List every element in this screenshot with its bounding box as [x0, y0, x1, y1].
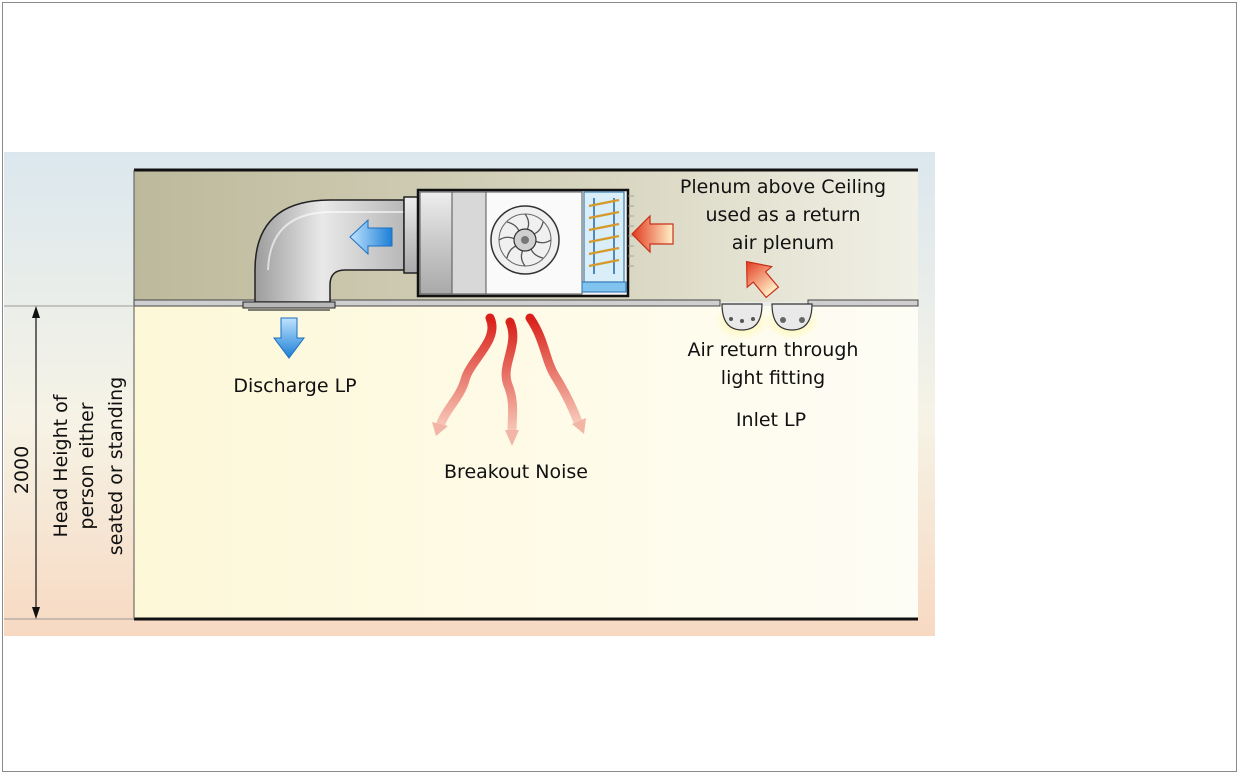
air-return-label-line-1: Air return through: [688, 339, 859, 361]
suspended-ceiling: [133, 299, 919, 307]
plenum-label-line-3: air plenum: [732, 232, 834, 254]
inlet-lp-label: Inlet LP: [736, 409, 806, 431]
breakout-noise-label: Breakout Noise: [444, 461, 588, 483]
dimension-arrow-icon: [4, 305, 134, 620]
cooling-coil-icon: [581, 191, 634, 293]
noise-wave-icon: [432, 313, 586, 446]
airflow-arrow-icon: [745, 260, 780, 299]
centrifugal-fan-icon: [490, 205, 560, 275]
plenum-label-line-1: Plenum above Ceiling: [680, 176, 886, 198]
diffuser: [242, 301, 336, 311]
plenum-label-line-2: used as a return: [705, 204, 860, 226]
head-height-label-line-2: person either: [76, 402, 98, 529]
airflow-arrow-icon: [273, 317, 305, 359]
airflow-arrow-icon: [349, 218, 393, 256]
head-height-label-line-1: Head Height of: [50, 393, 72, 537]
dimension-value: 2000: [11, 446, 33, 494]
air-return-label-line-2: light fitting: [721, 367, 825, 389]
fan-coil-unit: [416, 188, 634, 298]
head-height-label-line-3: seated or standing: [105, 377, 127, 555]
airflow-arrow-icon: [631, 214, 674, 254]
light-fitting-icon: [764, 303, 820, 340]
light-fitting-icon: [714, 303, 770, 340]
occupied-room: [134, 306, 918, 620]
discharge-lp-label: Discharge LP: [233, 375, 356, 397]
